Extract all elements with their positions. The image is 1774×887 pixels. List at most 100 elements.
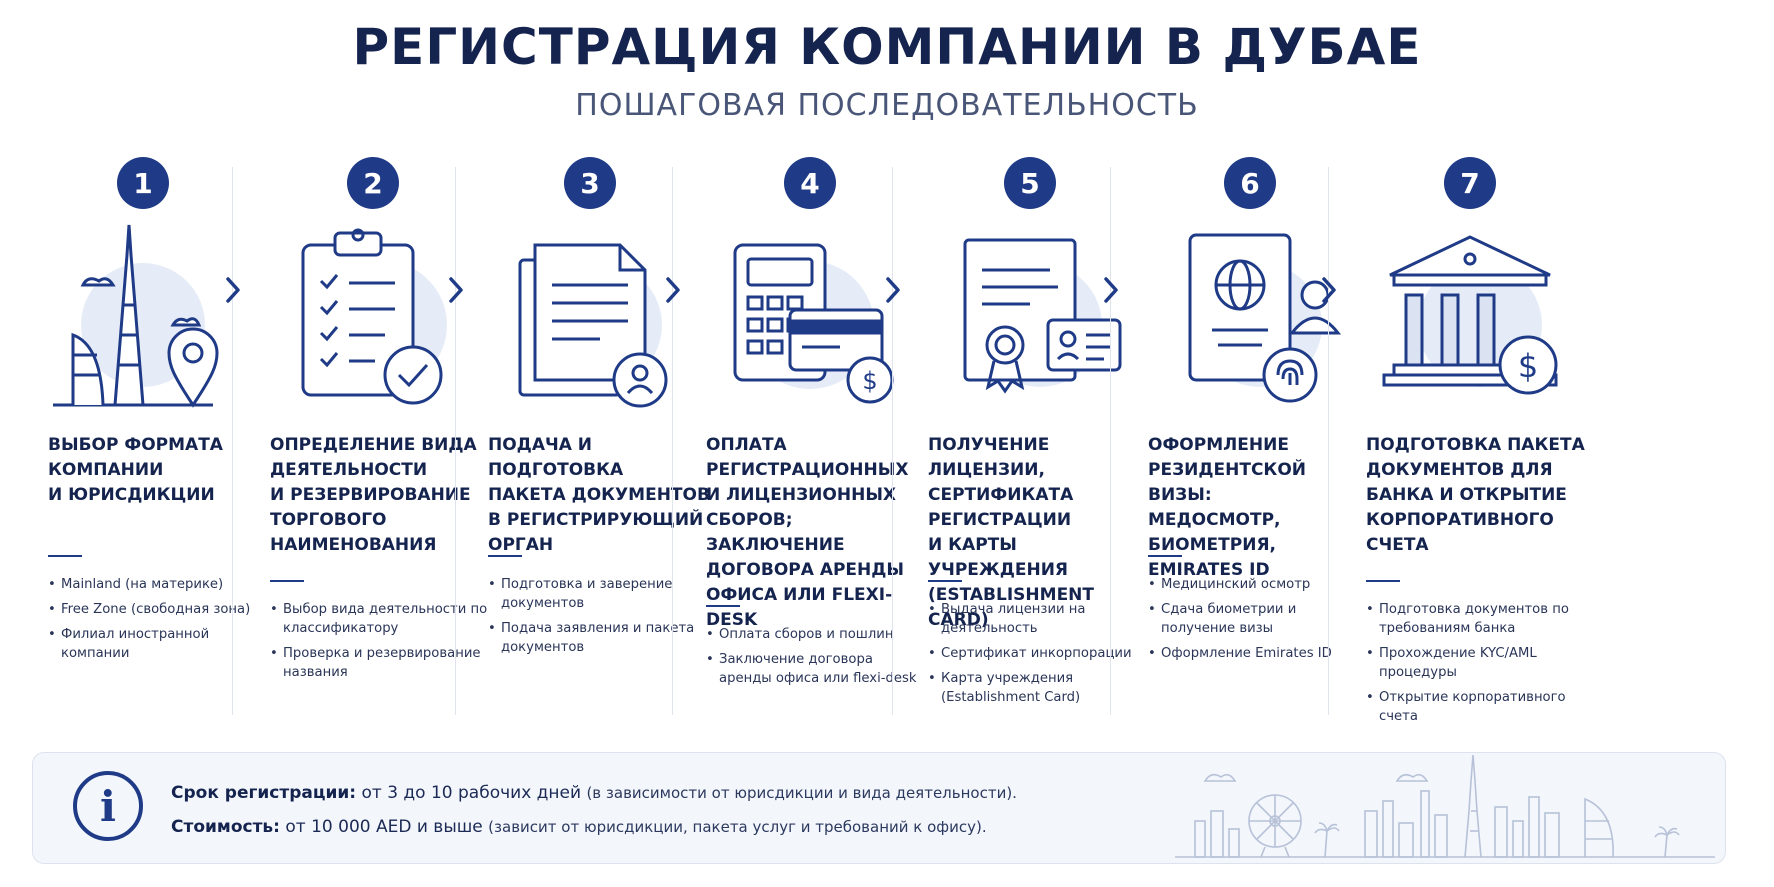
step-title-line: ДЕЯТЕЛЬНОСТИ bbox=[270, 460, 428, 480]
info-panel: i Срок регистрации: от 3 до 10 рабочих д… bbox=[32, 752, 1726, 864]
step-title-line: РЕЗИДЕНТСКОЙ ВИЗЫ: bbox=[1148, 460, 1307, 505]
step-title-line: ДОКУМЕНТОВ ДЛЯ bbox=[1366, 460, 1553, 480]
chevron-right-icon bbox=[886, 277, 900, 303]
step-divider-rule bbox=[48, 555, 82, 557]
step-number-badge: 2 bbox=[347, 157, 399, 209]
bullet-item: Медицинский осмотр bbox=[1148, 575, 1368, 594]
step-5: 5 ПОЛУЧЕНИЕ ЛИЦЕНЗИИ, СЕРТИФИКАТА РЕГИСТРА… bbox=[898, 145, 1143, 720]
step-divider-rule bbox=[1366, 580, 1400, 582]
bullet-item: Оформление Emirates ID bbox=[1148, 644, 1368, 663]
step-title-line: И ЛИЦЕНЗИОННЫХ bbox=[706, 485, 897, 505]
step-number-badge: 3 bbox=[564, 157, 616, 209]
step-title-line: КОРПОРАТИВНОГО bbox=[1366, 510, 1554, 530]
step-title: ВЫБОР ФОРМАТА КОМПАНИИ И ЮРИСДИКЦИИ bbox=[48, 433, 273, 508]
cost-note: (зависит от юрисдикции, пакета услуг и т… bbox=[488, 818, 987, 836]
cost-value: от 10 000 AED и выше bbox=[285, 817, 483, 837]
step-title-line: И ЮРИСДИКЦИИ bbox=[48, 485, 215, 505]
page-title: РЕГИСТРАЦИЯ КОМПАНИИ В ДУБАЕ bbox=[352, 18, 1422, 76]
column-divider bbox=[892, 167, 893, 715]
step-title-line: ОРГАН bbox=[488, 535, 554, 555]
bullet-item: Подготовка и заверение документов bbox=[488, 575, 708, 613]
chevron-right-icon bbox=[666, 277, 680, 303]
step-number-badge: 7 bbox=[1444, 157, 1496, 209]
step-title-line: ПОДАЧА И ПОДГОТОВКА bbox=[488, 435, 624, 480]
step-title-line: ТОРГОВОГО bbox=[270, 510, 387, 530]
bullet-item: Филиал иностранной компании bbox=[48, 625, 268, 663]
svg-text:$: $ bbox=[1518, 347, 1538, 385]
bullet-item: Выдача лицензии на деятельность bbox=[928, 600, 1148, 638]
bullet-item: Подача заявления и пакета документов bbox=[488, 619, 708, 657]
step-bullets: Выбор вида деятельности по классификатор… bbox=[270, 600, 490, 688]
step-bullets: Медицинский осмотрСдача биометрии и полу… bbox=[1148, 575, 1368, 669]
step-divider-rule bbox=[928, 580, 962, 582]
info-icon: i bbox=[73, 771, 143, 841]
step-title-line: ОПРЕДЕЛЕНИЕ ВИДА bbox=[270, 435, 477, 455]
step-divider-rule bbox=[1148, 555, 1182, 557]
step-divider-rule bbox=[706, 605, 740, 607]
svg-text:$: $ bbox=[862, 367, 877, 395]
step-title-line: ВЫБОР ФОРМАТА bbox=[48, 435, 223, 455]
step-title-line: ПАКЕТА ДОКУМЕНТОВ bbox=[488, 485, 710, 505]
step-title-line: ОФОРМЛЕНИЕ bbox=[1148, 435, 1289, 455]
column-divider bbox=[1110, 167, 1111, 715]
step-title-line: ПОЛУЧЕНИЕ ЛИЦЕНЗИИ, bbox=[928, 435, 1050, 480]
step-7: 7 $ ПОДГОТОВКА ПАКЕТА ДОКУМЕНТОВ ДЛЯ БАНКА… bbox=[1336, 145, 1585, 724]
bullet-item: Сертификат инкорпорации bbox=[928, 644, 1148, 663]
step-number-badge: 5 bbox=[1004, 157, 1056, 209]
bullet-item: Оплата сборов и пошлин bbox=[706, 625, 926, 644]
bullet-item: Сдача биометрии и получение визы bbox=[1148, 600, 1368, 638]
step-title-line: РЕГИСТРАЦИИ bbox=[928, 510, 1072, 530]
step-divider-rule bbox=[270, 580, 304, 582]
step-title-line: СЕРТИФИКАТА bbox=[928, 485, 1074, 505]
bullet-item: Прохождение KYC/AML процедуры bbox=[1366, 644, 1586, 682]
step-bullets: Выдача лицензии на деятельностьСертифика… bbox=[928, 600, 1148, 713]
passport-fingerprint-icon bbox=[1188, 233, 1342, 403]
dubai-skyline-icon bbox=[1175, 754, 1715, 858]
step-title: ПОДАЧА И ПОДГОТОВКА ПАКЕТА ДОКУМЕНТОВ В РЕ… bbox=[488, 433, 713, 558]
step-title-line: НАИМЕНОВАНИЯ bbox=[270, 535, 437, 555]
step-title-line: ПОДГОТОВКА ПАКЕТА bbox=[1366, 435, 1585, 455]
step-bullets: Подготовка документов по требованиям бан… bbox=[1366, 600, 1586, 732]
cost-label: Стоимость: bbox=[171, 817, 280, 837]
bank-dollar-icon: $ bbox=[1382, 235, 1558, 395]
step-number-badge: 4 bbox=[784, 157, 836, 209]
bullet-item: Заключение договора аренды офиса или fle… bbox=[706, 650, 926, 688]
registration-term: Срок регистрации: от 3 до 10 рабочих дне… bbox=[171, 783, 1017, 803]
step-3: 3 ПОДАЧА И ПОДГОТОВКА ПАКЕТА ДОКУМЕНТОВ В … bbox=[458, 145, 710, 720]
chevron-right-icon bbox=[1322, 277, 1336, 303]
clipboard-checklist-icon bbox=[301, 228, 447, 405]
step-title-line: БАНКА И ОТКРЫТИЕ bbox=[1366, 485, 1567, 505]
step-title-line: СБОРОВ; ЗАКЛЮЧЕНИЕ bbox=[706, 510, 845, 555]
term-label: Срок регистрации: bbox=[171, 783, 357, 803]
step-title-line: РЕГИСТРАЦИОННЫХ bbox=[706, 460, 909, 480]
documents-user-icon bbox=[518, 243, 668, 408]
bullet-item: Карта учреждения (Establishment Card) bbox=[928, 669, 1148, 707]
column-divider bbox=[232, 167, 233, 715]
bullet-item: Проверка и резервирование названия bbox=[270, 644, 490, 682]
step-title-line: В РЕГИСТРИРУЮЩИЙ bbox=[488, 510, 704, 530]
bullet-item: Открытие корпоративного счета bbox=[1366, 688, 1586, 726]
step-title: ПОДГОТОВКА ПАКЕТА ДОКУМЕНТОВ ДЛЯ БАНКА И О… bbox=[1366, 433, 1591, 558]
chevron-right-icon bbox=[1104, 277, 1118, 303]
step-title-line: И КАРТЫ УЧРЕЖДЕНИЯ bbox=[928, 535, 1069, 580]
step-bullets: Оплата сборов и пошлинЗаключение договор… bbox=[706, 625, 926, 694]
step-divider-rule bbox=[488, 555, 522, 557]
step-title-line: СЧЕТА bbox=[1366, 535, 1429, 555]
burj-khalifa-skyline-location-icon bbox=[53, 224, 219, 408]
chevron-right-icon bbox=[449, 277, 463, 303]
step-title-line: КОМПАНИИ bbox=[48, 460, 164, 480]
step-bullets: Mainland (на материке)Free Zone (свободн… bbox=[48, 575, 268, 669]
term-value: от 3 до 10 рабочих дней bbox=[361, 783, 582, 803]
column-divider bbox=[455, 167, 456, 715]
term-note: (в зависимости от юрисдикции и вида деят… bbox=[586, 784, 1017, 802]
bullet-item: Mainland (на материке) bbox=[48, 575, 268, 594]
step-title-line: ОПЛАТА bbox=[706, 435, 787, 455]
registration-cost: Стоимость: от 10 000 AED и выше (зависит… bbox=[171, 817, 987, 837]
step-title-line: МЕДОСМОТР, bbox=[1148, 510, 1281, 530]
